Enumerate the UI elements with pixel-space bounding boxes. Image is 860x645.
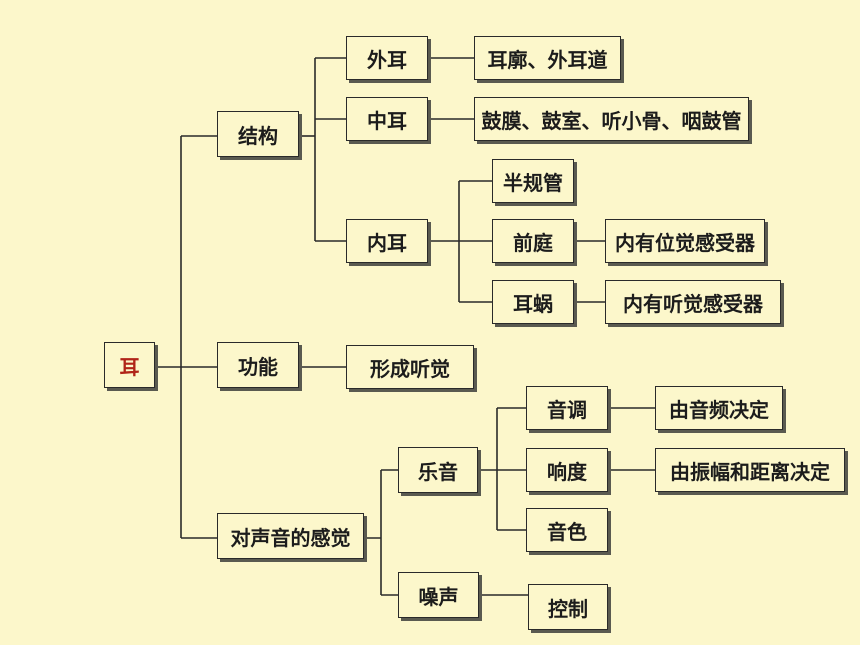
node-timbre: 音色 bbox=[526, 508, 608, 552]
node-sound-perception: 对声音的感觉 bbox=[217, 513, 364, 559]
root-node-ear: 耳 bbox=[104, 342, 155, 388]
node-outer-ear-parts: 耳廓、外耳道 bbox=[474, 36, 621, 80]
node-pitch: 音调 bbox=[526, 386, 608, 430]
node-musical-sound: 乐音 bbox=[398, 447, 478, 493]
node-middle-ear-parts: 鼓膜、鼓室、听小骨、咽鼓管 bbox=[474, 97, 749, 141]
node-cochlea: 耳蜗 bbox=[492, 280, 574, 324]
node-semicircular-canals: 半规管 bbox=[492, 159, 574, 203]
node-loudness-factor: 由振幅和距离决定 bbox=[655, 448, 845, 492]
node-structure: 结构 bbox=[217, 111, 299, 157]
node-pitch-factor: 由音频决定 bbox=[655, 386, 783, 430]
node-function: 功能 bbox=[217, 342, 299, 388]
node-cochlea-receptor: 内有听觉感受器 bbox=[605, 280, 781, 324]
node-noise: 噪声 bbox=[398, 572, 479, 618]
node-middle-ear: 中耳 bbox=[346, 97, 428, 141]
node-loudness: 响度 bbox=[526, 448, 608, 492]
node-forms-hearing: 形成听觉 bbox=[346, 345, 474, 389]
node-control: 控制 bbox=[528, 584, 608, 630]
node-outer-ear: 外耳 bbox=[346, 36, 428, 80]
node-vestibule: 前庭 bbox=[492, 219, 574, 263]
node-inner-ear: 内耳 bbox=[346, 219, 428, 263]
node-vestibule-receptor: 内有位觉感受器 bbox=[605, 219, 765, 263]
